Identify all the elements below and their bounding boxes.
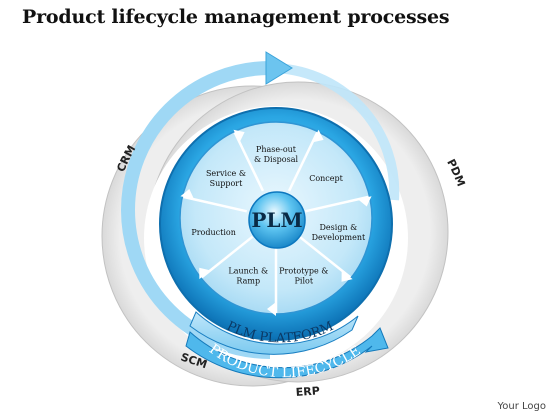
- segment-label: Production: [191, 228, 236, 237]
- product-lifecycle-ribbon: [185, 327, 389, 379]
- segment-label: Service &Support: [206, 169, 246, 188]
- segment-label-line: & Disposal: [254, 155, 299, 164]
- segment-label-line: Service &: [206, 169, 246, 178]
- segment-arrow-icon: [180, 188, 195, 200]
- segment-arrow-icon: [341, 270, 353, 282]
- segment-label-line: Launch &: [228, 267, 268, 276]
- segment-label-line: Development: [312, 233, 366, 242]
- segment-label-line: Support: [210, 179, 244, 188]
- segment-label-line: Production: [191, 228, 236, 237]
- center-plm-circle: [248, 191, 306, 249]
- segment-arrow-icon: [199, 267, 211, 280]
- segment-label-line: Concept: [309, 174, 343, 183]
- segment-label-line: Design &: [320, 223, 358, 232]
- center-plm-label: PLM: [251, 208, 302, 232]
- page-title: Product lifecycle management processes: [22, 6, 450, 28]
- segment-label-line: Prototype &: [279, 267, 328, 276]
- segment-label: Prototype &Pilot: [279, 267, 328, 286]
- segment-label: Design &Development: [312, 223, 366, 242]
- plm-platform-band: [189, 311, 359, 355]
- segment-arrow-icon: [312, 129, 324, 143]
- segment-arrow-icon: [267, 302, 276, 316]
- segment-arrow-icon: [233, 129, 245, 143]
- segment-label: Phase-out& Disposal: [254, 145, 299, 164]
- pdm-label: PDM: [444, 157, 467, 188]
- segment-label: Launch &Ramp: [228, 267, 268, 286]
- segment-arrow-icon: [357, 196, 372, 207]
- segment-label-line: Ramp: [236, 277, 260, 286]
- erp-label: ERP: [295, 384, 320, 399]
- segment-label-line: Phase-out: [256, 145, 297, 154]
- pdm-text: PDM: [444, 157, 467, 188]
- segment-arrows: [180, 129, 372, 316]
- segment-label-line: Pilot: [295, 277, 314, 286]
- your-logo-text: Your Logo: [497, 401, 546, 412]
- segment-divider: [304, 195, 369, 213]
- segment-label: Concept: [309, 174, 343, 183]
- segment-divider: [200, 235, 254, 279]
